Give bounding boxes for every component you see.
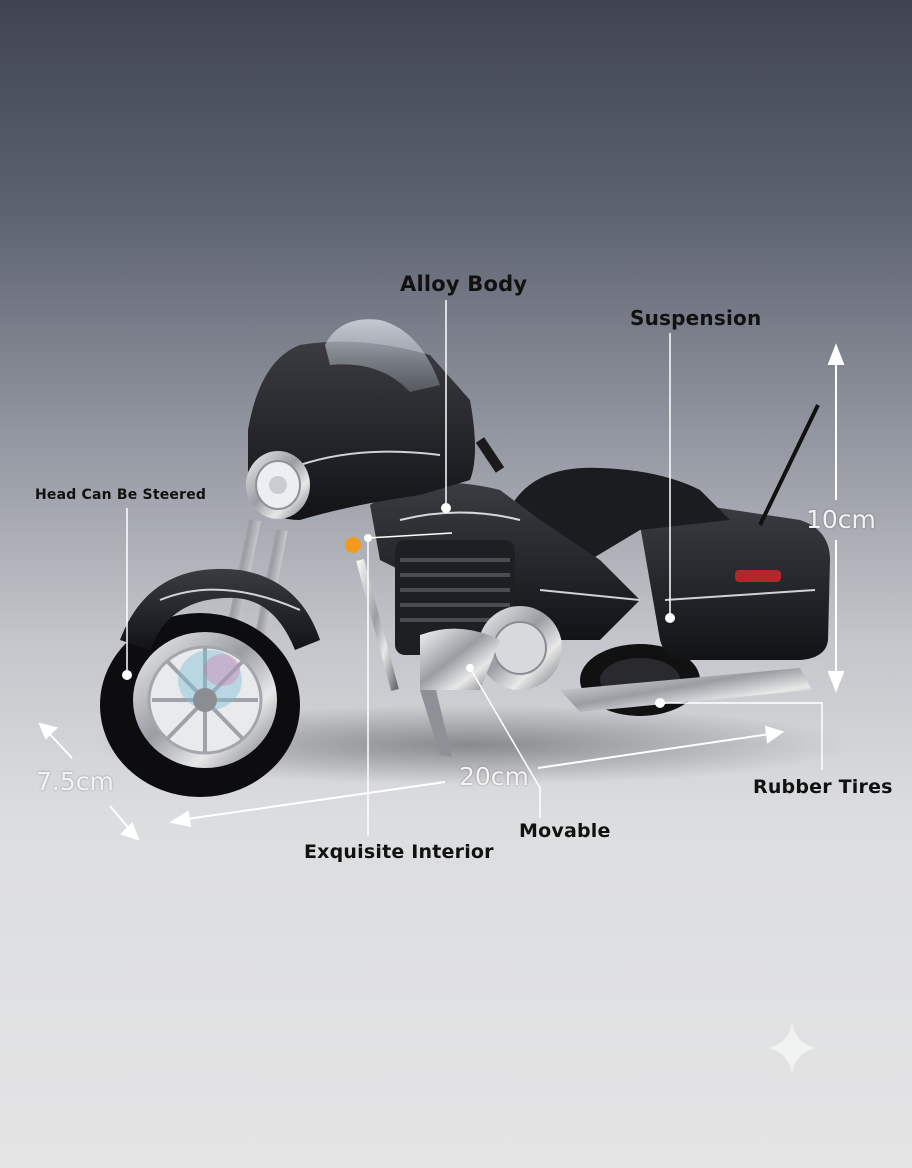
kickstand <box>420 690 452 757</box>
dimension-height: 10cm <box>806 505 876 534</box>
callout-head-steered: Head Can Be Steered <box>35 487 207 503</box>
saddlebag <box>640 505 830 660</box>
dimension-length: 20cm <box>459 762 529 791</box>
callout-movable: Movable <box>519 820 611 842</box>
mirror <box>475 437 505 473</box>
callout-suspension: Suspension <box>630 306 762 330</box>
antenna <box>758 404 820 526</box>
fairing <box>246 319 475 520</box>
sparkle-icon <box>768 1022 816 1074</box>
length-arrow <box>179 781 446 821</box>
front-fender <box>120 568 320 650</box>
engine <box>395 540 562 690</box>
exhaust-pipe <box>560 668 812 712</box>
leader-rubber-tires <box>660 702 823 770</box>
callout-rubber-tires: Rubber Tires <box>753 776 893 798</box>
leader-exquisite-interior-2 <box>367 532 453 539</box>
turn-signal <box>345 537 361 553</box>
seat <box>515 467 730 561</box>
dimension-width: 7.5cm <box>36 767 114 796</box>
callout-dots <box>122 503 675 708</box>
front-wheel <box>100 613 300 797</box>
crash-bar <box>356 558 399 692</box>
callout-alloy-body: Alloy Body <box>400 272 528 296</box>
callout-exquisite-interior: Exquisite Interior <box>304 841 494 863</box>
dimension-arrows <box>38 343 845 841</box>
callout-lines <box>126 300 823 836</box>
leader-movable <box>469 667 541 818</box>
